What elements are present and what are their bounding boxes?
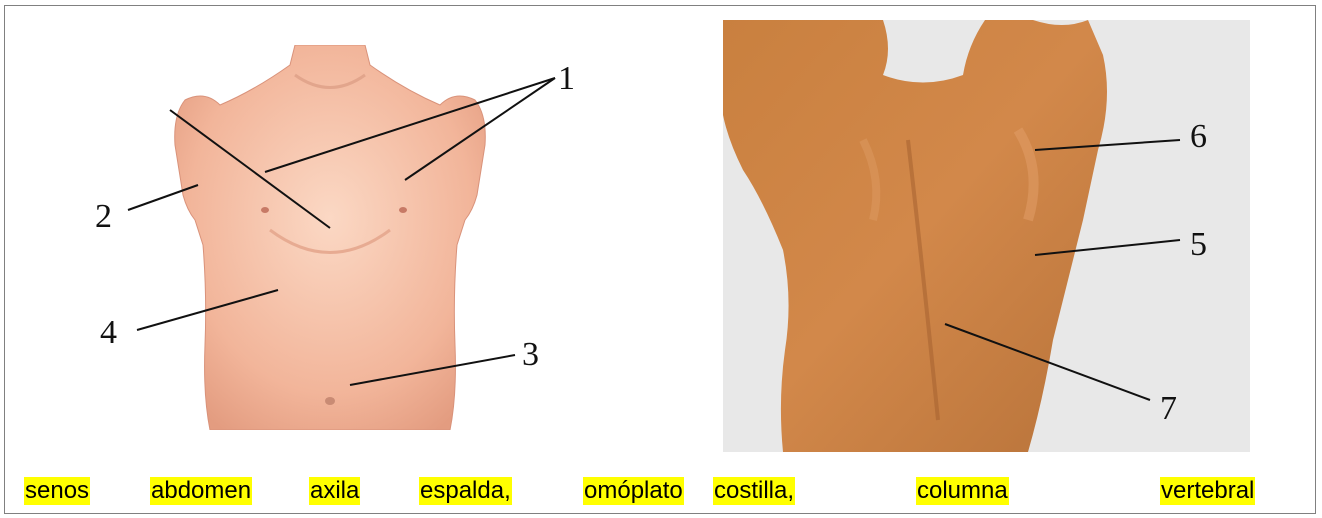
word-axila: axila — [309, 477, 360, 505]
back-label-6: 6 — [1190, 120, 1207, 154]
back-label-5: 5 — [1190, 228, 1207, 262]
word-vertebral: vertebral — [1160, 477, 1255, 505]
word-omoplato: omóplato — [583, 477, 684, 505]
word-abdomen: abdomen — [150, 477, 252, 505]
word-espalda: espalda, — [419, 477, 512, 505]
back-label-7: 7 — [1160, 392, 1177, 426]
word-costilla: costilla, — [713, 477, 795, 505]
word-columna: columna — [916, 477, 1009, 505]
word-senos: senos — [24, 477, 90, 505]
